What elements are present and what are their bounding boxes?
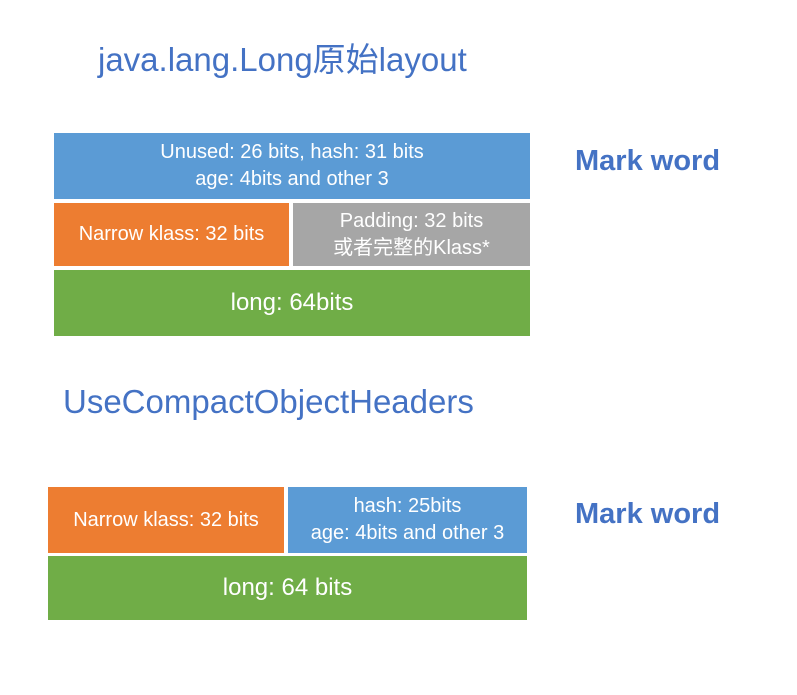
original-padding-line1: Padding: 32 bits [339,209,484,232]
compact-narrow-klass-box: Narrow klass: 32 bits [48,487,284,553]
original-long-field-label: long: 64bits [230,288,354,316]
compact-mark-word-line1: hash: 25bits [353,495,462,517]
original-padding-line2: 或者完整的Klass* [333,236,490,259]
original-mark-word-annotation: Mark word [575,145,721,177]
compact-mark-word-line2: age: 4bits and other 3 [310,522,505,544]
original-long-field-box: long: 64bits [54,270,530,336]
original-narrow-klass-box: Narrow klass: 32 bits [54,203,289,266]
compact-long-field-box: long: 64 bits [48,556,527,620]
compact-long-field-label: long: 64 bits [222,573,353,601]
original-mark-word-line2: age: 4bits and other 3 [195,168,389,190]
compact-headers-title: UseCompactObjectHeaders [63,383,474,420]
original-padding-box: Padding: 32 bits 或者完整的Klass* [293,203,530,266]
original-mark-word-box: Unused: 26 bits, hash: 31 bits age: 4bit… [54,133,530,199]
original-narrow-klass-label: Narrow klass: 32 bits [78,223,265,245]
compact-mark-word-annotation: Mark word [575,498,721,530]
compact-mark-word-box: hash: 25bits age: 4bits and other 3 [288,487,527,553]
compact-narrow-klass-label: Narrow klass: 32 bits [73,508,259,531]
original-mark-word-line1: Unused: 26 bits, hash: 31 bits [160,141,424,163]
original-layout-title: java.lang.Long原始layout [98,41,467,78]
